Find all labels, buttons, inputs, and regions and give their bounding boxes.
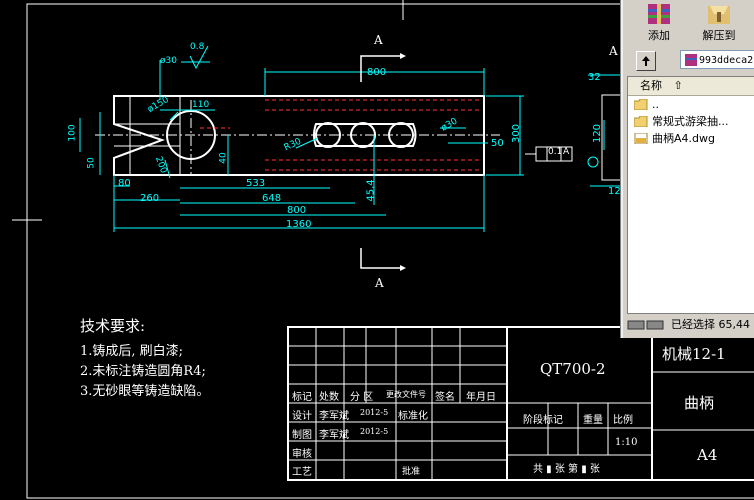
up-folder-button[interactable] [636,51,656,71]
tb-drawn: 制图 [292,430,312,441]
dim-12: 12 [608,186,621,197]
tolerance-value: 0.1 [548,147,563,157]
tb-header-0: 标记 [292,392,312,403]
tb-class: 机械12-1 [662,345,726,363]
list-item[interactable]: .. [628,96,754,113]
note-2: 2.未标注铸造圆角R4; [80,364,206,379]
list-item-label: .. [652,98,659,111]
column-name-header[interactable]: 名称 ⇧ [628,77,754,96]
dim-300: 300 [511,123,523,144]
status-bar: 已经选择 65,44 [671,318,750,331]
dim-50: 50 [86,157,97,169]
tb-design: 设计 [292,411,312,422]
address-field[interactable]: 993ddeca2 [680,50,754,69]
dim-800: 800 [287,205,307,216]
tb-header-3: 更改文件号 [386,390,426,399]
file-list[interactable]: 名称 ⇧ .. 常规式游梁抽... 曲柄A4.dwg [627,76,754,314]
tb-header-1: 处数 [319,392,339,403]
notes-title: 技术要求: [80,317,146,335]
section-label-side: A [609,44,618,58]
tb-standardize: 标准化 [398,411,428,422]
tb-date: 2012-5 [360,408,389,417]
extract-button[interactable]: 解压到 [691,2,747,44]
list-item[interactable]: 常规式游梁抽... [628,113,754,130]
note-1: 1.铸成后, 刷白漆; [80,344,184,359]
slot-outline [313,123,417,147]
sort-up-icon: ⇧ [673,79,683,92]
address-bar: 993ddeca2 [623,48,754,72]
section-arrow-top [360,55,400,82]
tb-stage: 阶段标记 [523,415,563,426]
datum-label: A [563,147,570,157]
tb-weight: 重量 [583,415,603,426]
list-item-label: 常规式游梁抽... [652,115,729,128]
dim-800-top: 800 [367,67,387,78]
add-label: 添加 [648,29,670,42]
archive-add-icon [648,4,670,24]
extract-icon [708,6,730,24]
part-outline [113,95,485,176]
tb-part-no: QT700-2 [540,360,606,378]
tb-header-5: 年月日 [466,392,496,403]
folder-icon [634,99,648,110]
tb-paper: A4 [697,446,718,464]
dim-1360: 1360 [286,219,312,230]
roughness-value: 0.8 [190,42,205,52]
dim-80: 80 [118,178,131,189]
tb-part-name: 曲柄 [684,394,715,412]
dim-50b: 50 [491,138,504,149]
tb-process: 工艺 [292,467,312,478]
dim-260: 260 [140,193,160,204]
tb-ratio: 比例 [613,415,633,426]
dim-40: 40 [218,152,229,164]
dwg-file-icon [634,133,648,144]
up-arrow-icon [642,56,650,66]
dim-45-4: 45.4 [365,179,377,202]
list-item[interactable]: 曲柄A4.dwg [628,130,754,147]
tb-sheets: 共 ▮ 张 第 ▮ 张 [533,464,600,475]
tb-drawer: 李军斌 [319,430,349,441]
roughness-symbol [189,45,209,70]
column-name-label: 名称 [640,79,662,92]
note-3: 3.无砂眼等铸造缺陷。 [80,384,210,399]
drive-status-icon [627,320,664,330]
tb-header-4: 签名 [435,392,455,403]
section-label-top: A [374,33,383,47]
tb-approve: 批准 [402,467,421,477]
dim-648: 648 [262,193,282,204]
folder-icon [634,116,648,127]
section-arrow-bottom [360,248,400,269]
dim-32: 32 [588,72,601,83]
dim-120: 120 [592,123,604,144]
tb-scale: 1:10 [615,437,638,448]
add-button[interactable]: 添加 [631,2,687,44]
dim-533: 533 [246,178,266,189]
dim-100: 100 [67,124,78,142]
archive-small-icon [685,54,697,66]
dim-110: 110 [192,100,210,110]
dim-phi30: ø30 [160,56,177,66]
tb-date2: 2012-5 [360,427,389,436]
extract-label: 解压到 [702,29,736,42]
tb-check: 审核 [292,449,312,460]
tb-designer: 李军斌 [319,411,349,422]
tb-header-2: 分 区 [350,392,374,403]
drawing-frame [26,3,754,499]
list-item-label: 曲柄A4.dwg [652,132,715,145]
section-label-bottom: A [375,276,384,290]
archive-window[interactable]: 添加 解压到 993ddeca2 名称 ⇧ .. 常规式游梁抽... [621,0,754,338]
